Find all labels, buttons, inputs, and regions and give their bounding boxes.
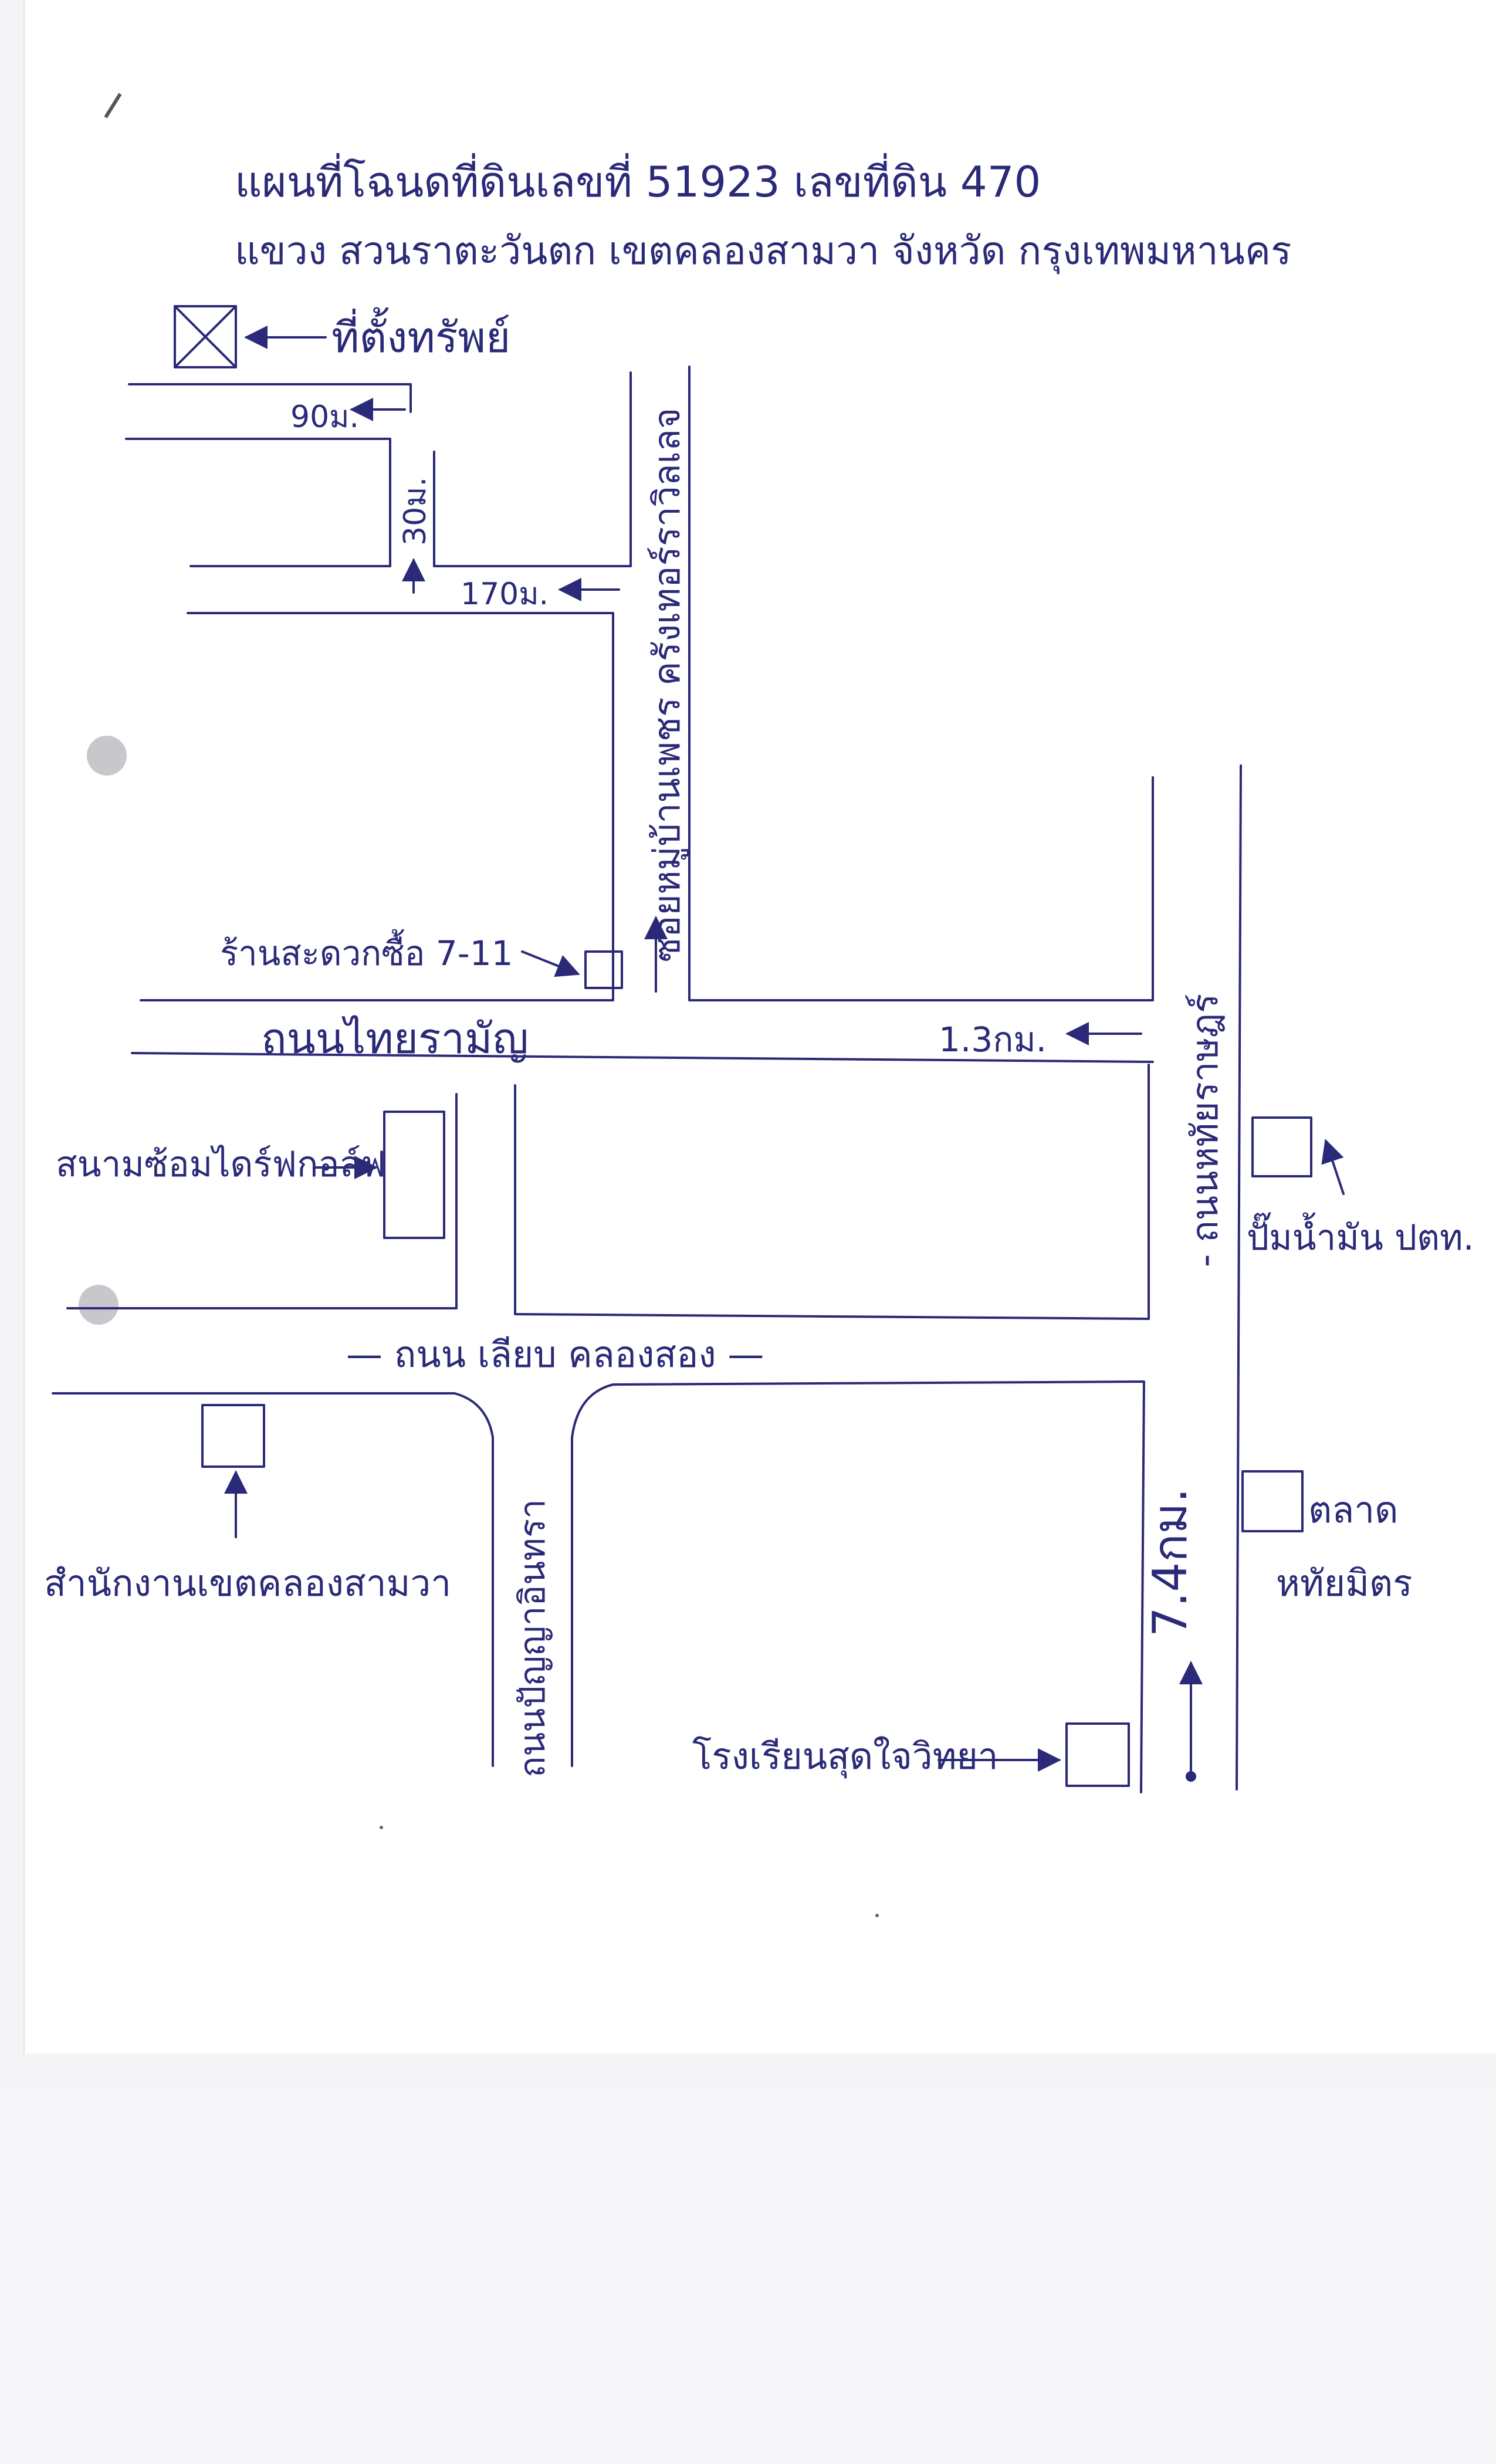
hathairat-road-label: - ถนนหทัยราษฎร์ [1183, 994, 1226, 1267]
road-edge [52, 1392, 494, 1767]
liap-khlong-road-label: — ถนน เลียบ คลองสอง — [346, 1333, 764, 1376]
building-box-icon [1251, 1116, 1312, 1177]
road-edge [514, 1064, 1150, 1320]
arrow-icon [521, 950, 580, 977]
building-box-icon [1065, 1722, 1130, 1787]
distance-1-3km: 1.3กม. [939, 1020, 1047, 1060]
map-title: แผนที่โฉนดที่ดินเลขที่ 51923 เลขที่ดิน 4… [235, 153, 1041, 207]
scan-speck [875, 1914, 879, 1917]
road-edge [140, 612, 614, 1001]
market-label-2: หทัยมิตร [1276, 1562, 1413, 1605]
road-edge [1236, 764, 1242, 1791]
scan-margin [0, 2089, 1496, 2464]
soi-road-label: ซอยหมู่บ้านเพชร ครังเทอร์ราวิลเลจ [645, 408, 689, 962]
road-edge [66, 1093, 458, 1309]
arrow-origin-dot [1186, 1771, 1196, 1782]
hand-drawn-map: แผนที่โฉนดที่ดินเลขที่ 51923 เลขที่ดิน 4… [44, 93, 1474, 1917]
seven-eleven-label: ร้านสะดวกซื้อ 7-11 [220, 929, 513, 973]
school-label: โรงเรียนสุดใจวิทยา [692, 1735, 999, 1778]
market-label-1: ตลาด [1308, 1488, 1398, 1531]
road-edge [125, 438, 391, 567]
district-office-label: สำนักงานเขตคลองสามวา [44, 1562, 451, 1605]
road-edge [128, 383, 412, 413]
thai-raman-road-label: ถนนไทยรามัญ [261, 1014, 529, 1063]
property-marker-icon [174, 305, 237, 368]
distance-30m: 30ม. [398, 477, 433, 546]
punch-hole [79, 1285, 119, 1325]
left-road-label: ถนนปัญญาอินทรา [512, 1499, 553, 1778]
building-box-icon [201, 1404, 265, 1468]
ptt-station-label: ปั๊มน้ำมัน ปตท. [1247, 1212, 1474, 1258]
building-box-icon [1241, 1470, 1304, 1532]
paper-sheet [23, 0, 1496, 2053]
arrow-icon [1321, 1139, 1345, 1195]
punch-hole [87, 736, 127, 776]
distance-7-4km: 7.4กม. [1143, 1488, 1197, 1637]
road-edge [571, 1380, 1145, 1793]
map-subtitle: แขวง สวนราตะวันตก เขตคลองสามวา จังหวัด ก… [235, 228, 1291, 275]
scan-speck [104, 93, 122, 119]
road-edge [688, 365, 1154, 1001]
building-box-icon [584, 950, 623, 989]
building-box-icon [383, 1111, 445, 1239]
distance-90m: 90ม. [290, 400, 359, 435]
distance-170m: 170ม. [461, 577, 549, 612]
property-label: ที่ตั้งทรัพย์ [331, 307, 510, 362]
scan-speck [380, 1826, 383, 1829]
golf-range-label: สนามซ้อมไดร์ฟกอล์ฟ [56, 1144, 386, 1185]
road-edge [131, 1052, 1154, 1063]
road-edge [433, 371, 632, 567]
